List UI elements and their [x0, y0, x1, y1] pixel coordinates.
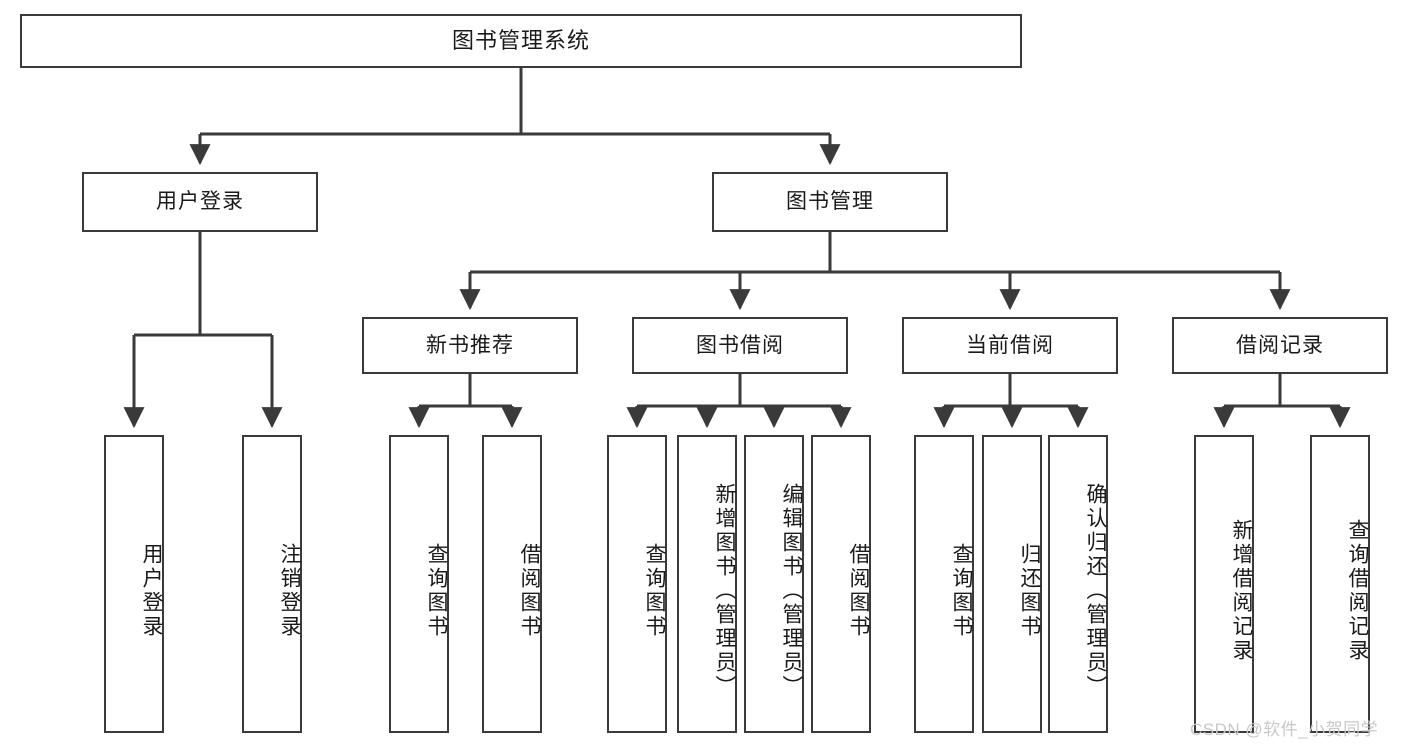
leaf-query-book-3[interactable]: 查询图书 [914, 435, 974, 733]
node-user-login[interactable]: 用户登录 [82, 172, 318, 232]
leaf-borrow-book-1[interactable]: 借阅图书 [482, 435, 542, 733]
leaf-confirm-return[interactable]: 确认归还（管理员） [1048, 435, 1108, 733]
leaf-logout[interactable]: 注销登录 [242, 435, 302, 733]
node-current-borrow[interactable]: 当前借阅 [902, 317, 1118, 374]
node-book-borrow[interactable]: 图书借阅 [632, 317, 848, 374]
leaf-return-book[interactable]: 归还图书 [982, 435, 1042, 733]
leaf-query-book-2[interactable]: 查询图书 [607, 435, 667, 733]
leaf-borrow-book-2[interactable]: 借阅图书 [811, 435, 871, 733]
leaf-add-book[interactable]: 新增图书（管理员） [677, 435, 737, 733]
leaf-user-login[interactable]: 用户登录 [104, 435, 164, 733]
node-root[interactable]: 图书管理系统 [20, 14, 1022, 68]
leaf-add-record[interactable]: 新增借阅记录 [1194, 435, 1254, 733]
node-new-book-recommend[interactable]: 新书推荐 [362, 317, 578, 374]
node-borrow-record[interactable]: 借阅记录 [1172, 317, 1388, 374]
node-book-manage[interactable]: 图书管理 [712, 172, 948, 232]
leaf-edit-book[interactable]: 编辑图书（管理员） [744, 435, 804, 733]
csdn-watermark: CSDN @软件_小贺同学 [1190, 720, 1379, 739]
leaf-query-book-1[interactable]: 查询图书 [389, 435, 449, 733]
leaf-query-record[interactable]: 查询借阅记录 [1310, 435, 1370, 733]
